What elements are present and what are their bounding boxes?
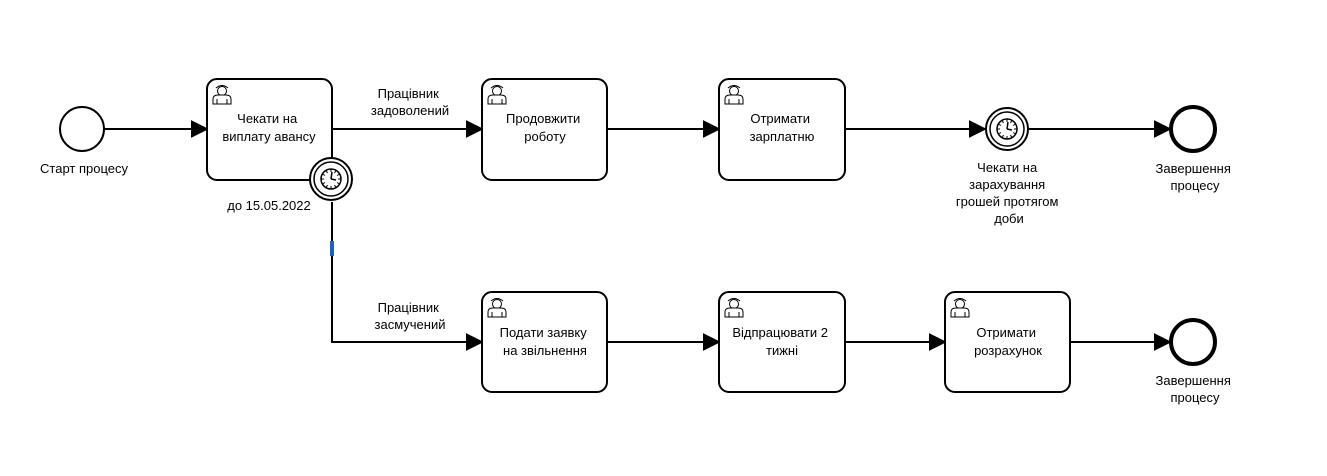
timer-boundary-label: до 15.05.2022 xyxy=(227,198,311,213)
task-submit-resignation[interactable]: Подати заявку на звільнення xyxy=(481,291,608,393)
timer-intermediate-label-line4: доби xyxy=(994,211,1024,226)
task-continue-work-line1: Продовжити xyxy=(506,111,580,126)
end-event-bottom-label: Завершення процесу xyxy=(1156,373,1235,405)
svg-text:Відпрацювати 2 тижні: Відпрацювати 2 тижні xyxy=(732,325,831,358)
task-wait-advance-line1: Чекати на xyxy=(237,111,298,126)
flow-upset-label-line2: засмучений xyxy=(375,317,446,332)
svg-text:Подати заявку на звільне: Подати заявку на звільнення xyxy=(500,325,591,358)
timer-boundary-event[interactable] xyxy=(309,157,353,201)
flow-upset-label-line1: Працівник xyxy=(378,300,439,315)
task-get-salary-line2: зарплатню xyxy=(750,129,815,144)
task-work-two-weeks[interactable]: Відпрацювати 2 тижні xyxy=(718,291,846,393)
task-continue-work[interactable]: Продовжити роботу xyxy=(481,78,608,181)
start-event-label: Старт процесу xyxy=(40,161,128,176)
task-wait-advance-line2: виплату авансу xyxy=(222,129,316,144)
timer-clock-icon xyxy=(320,168,342,190)
task-get-settlement[interactable]: Отримати розрахунок xyxy=(944,291,1071,393)
end-event-bottom[interactable] xyxy=(1169,318,1217,366)
end-event-top[interactable] xyxy=(1169,105,1217,153)
end-event-top-label-line1: Завершення xyxy=(1156,161,1231,176)
selection-handle[interactable] xyxy=(330,241,334,256)
task-work-two-weeks-line2: тижні xyxy=(766,343,798,358)
svg-text:Отримати розрахунок: Отримати розрахунок xyxy=(974,325,1042,358)
task-work-two-weeks-line1: Відпрацювати 2 xyxy=(732,325,828,340)
end-event-top-label: Завершення процесу xyxy=(1156,161,1235,193)
timer-clock-icon xyxy=(996,118,1018,140)
flow-upset-label: Працівник засмучений xyxy=(375,300,446,332)
svg-text:Продовжити роботу: Продовжити роботу xyxy=(506,111,584,144)
task-submit-resignation-line2: на звільнення xyxy=(503,343,587,358)
task-continue-work-line2: роботу xyxy=(524,129,566,144)
timer-intermediate-label-line2: зарахування xyxy=(969,177,1045,192)
timer-intermediate-label-line3: грошей протягом xyxy=(956,194,1059,209)
end-event-bottom-label-line1: Завершення xyxy=(1156,373,1231,388)
flow-satisfied-label-line1: Працівник xyxy=(378,86,439,101)
task-get-settlement-line2: розрахунок xyxy=(974,343,1042,358)
task-wait-advance[interactable]: Чекати на виплату авансу xyxy=(206,78,333,181)
timer-intermediate-label: Чекати на зарахування грошей протягом до… xyxy=(956,160,1062,226)
task-get-salary[interactable]: Отримати зарплатню xyxy=(718,78,846,181)
end-event-bottom-label-line2: процесу xyxy=(1170,390,1220,405)
timer-intermediate-event[interactable] xyxy=(985,107,1029,151)
start-event[interactable] xyxy=(59,106,105,152)
flow-satisfied-label-line2: задоволений xyxy=(371,103,449,118)
end-event-top-label-line2: процесу xyxy=(1170,178,1220,193)
flow-satisfied-label: Працівник задоволений xyxy=(371,86,449,118)
svg-text:Отримати зарплатню: Отримати зарплатню xyxy=(750,111,815,144)
timer-intermediate-label-line1: Чекати на xyxy=(977,160,1038,175)
task-get-salary-line1: Отримати xyxy=(750,111,810,126)
svg-text:Чекати на виплату авансу: Чекати на виплату авансу xyxy=(222,111,316,144)
task-submit-resignation-line1: Подати заявку xyxy=(500,325,588,340)
task-get-settlement-line1: Отримати xyxy=(976,325,1036,340)
